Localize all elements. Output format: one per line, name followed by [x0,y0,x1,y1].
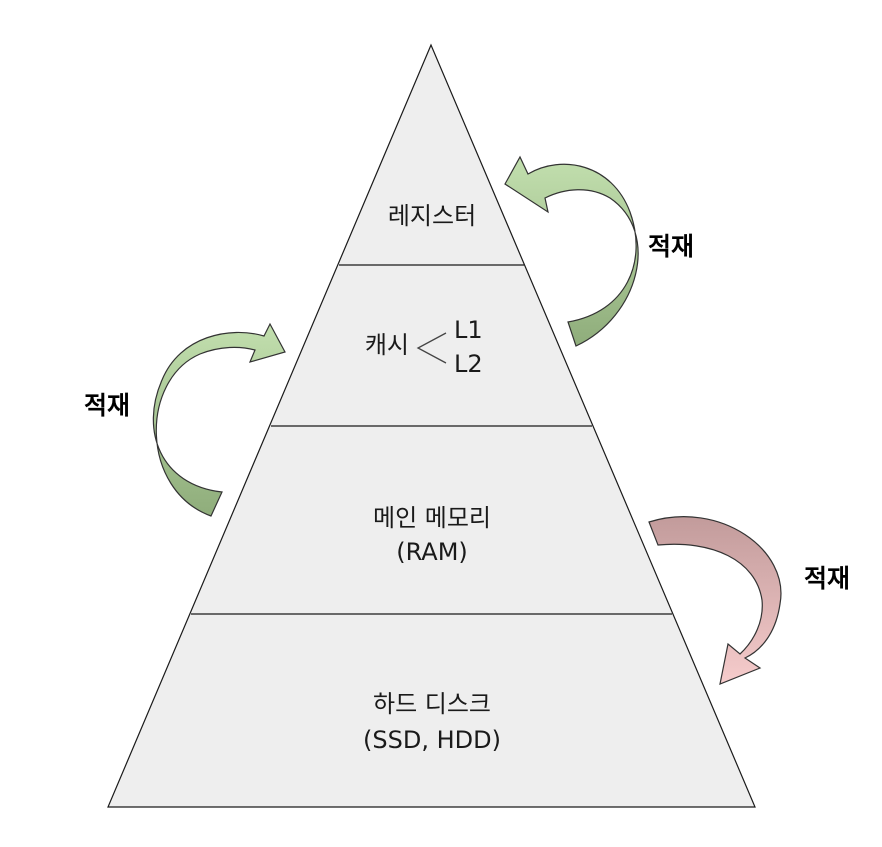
load-arrow-memory-to-cache: 적재 [84,322,286,517]
load-arrow-cache-to-registers: 적재 [504,155,694,347]
tier-cache: 캐시 L1 L2 [365,316,483,378]
tier-main-memory: 메인 메모리 (RAM) [373,504,491,566]
cache-level-l1: L1 [454,316,483,344]
load-arrow-1-shape [504,155,639,347]
load-arrow-2-label: 적재 [84,391,130,420]
tier-registers-label: 레지스터 [388,202,476,230]
load-arrow-3-shape [648,516,782,685]
tier-cache-label: 캐시 [365,331,409,359]
cache-level-l2: L2 [454,350,483,378]
tier-main-memory-label: 메인 메모리 [373,504,491,532]
load-arrow-3-label: 적재 [804,564,850,593]
tier-hard-disk-sub: (SSD, HDD) [363,726,501,754]
tier-hard-disk-label: 하드 디스크 [373,690,491,718]
tier-main-memory-sub: (RAM) [396,538,468,566]
load-arrow-memory-to-disk: 적재 [648,516,850,685]
cache-branch-bracket [416,332,447,364]
load-arrow-1-label: 적재 [648,232,694,261]
tier-hard-disk: 하드 디스크 (SSD, HDD) [363,690,501,754]
load-arrow-2-shape [152,322,286,517]
tier-registers: 레지스터 [388,202,476,230]
